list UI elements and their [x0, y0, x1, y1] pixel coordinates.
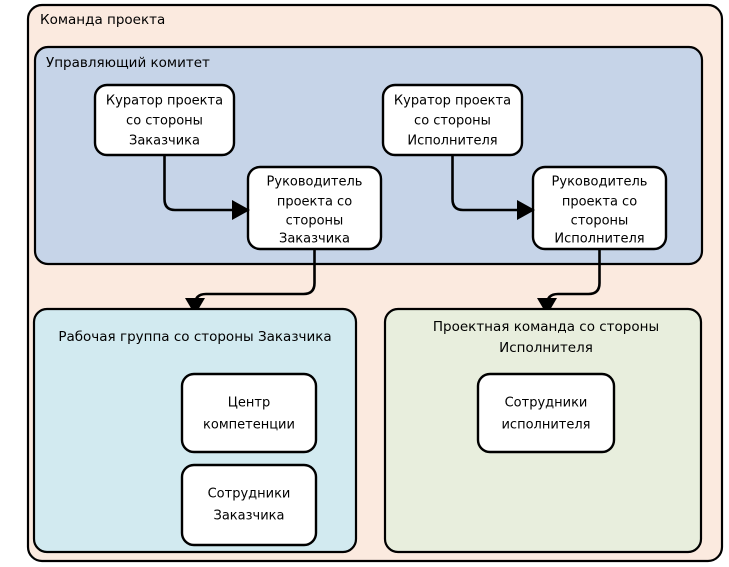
arrowhead-contractor-pm-to-project-team [537, 298, 557, 315]
connector-contractor-sponsor-to-contractor-pm [451, 155, 517, 212]
connector-customer-sponsor-to-customer-pm [163, 155, 232, 212]
container-contractor-project-team-label-line-1: Проектная команда со стороны [433, 319, 659, 335]
node-contractor-staff-line-2: исполнителя [501, 418, 590, 433]
arrowhead-customer-pm-to-working-group [185, 298, 205, 315]
node-customer-project-manager-line-1: Руководитель [267, 175, 363, 190]
node-customer-project-manager-line-3: стороны [286, 214, 344, 229]
node-customer-project-manager-line-2: проекта со [277, 195, 352, 210]
node-contractor-project-manager-line-2: проекта со [562, 195, 637, 210]
node-contractor-sponsor-line-3: Исполнителя [407, 134, 497, 149]
node-customer-sponsor-line-1: Куратор проекта [106, 94, 223, 109]
node-customer-staff-line-2: Заказчика [214, 509, 285, 524]
node-competence-center[interactable] [180, 372, 318, 454]
node-contractor-project-manager-line-1: Руководитель [552, 175, 648, 190]
node-contractor-staff[interactable] [476, 372, 616, 454]
node-customer-staff[interactable] [180, 463, 318, 547]
node-customer-sponsor-line-2: со стороны [126, 114, 203, 129]
node-contractor-sponsor-line-1: Куратор проекта [394, 94, 511, 109]
node-customer-project-manager-line-4: Заказчика [279, 232, 350, 247]
container-contractor-project-team-label-line-2: Исполнителя [499, 340, 593, 356]
container-project-team-label: Команда проекта [40, 12, 165, 28]
arrowhead-customer-sponsor-to-customer-pm [232, 200, 250, 220]
node-customer-sponsor-line-3: Заказчика [129, 134, 200, 149]
node-customer-staff-line-1: Сотрудники [208, 487, 291, 502]
container-steering-committee-label: Управляющий комитет [46, 55, 210, 71]
node-contractor-sponsor-line-2: со стороны [414, 114, 491, 129]
node-contractor-project-manager-line-4: Исполнителя [554, 232, 644, 247]
container-customer-working-group-label: Рабочая группа со стороны Заказчика [58, 329, 331, 345]
node-contractor-staff-line-1: Сотрудники [505, 396, 588, 411]
arrowhead-contractor-sponsor-to-contractor-pm [517, 200, 535, 220]
node-competence-center-line-1: Центр [228, 396, 270, 411]
node-competence-center-line-2: компетенции [203, 418, 295, 433]
node-contractor-project-manager-line-3: стороны [571, 214, 629, 229]
